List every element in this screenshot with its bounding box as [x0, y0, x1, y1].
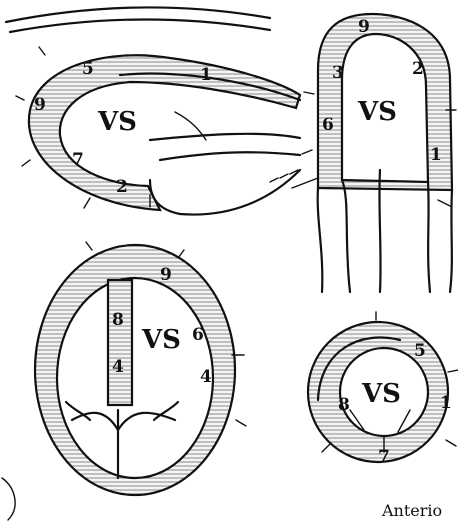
scan-edge-arc [2, 478, 15, 520]
panel-apical-two-chamber: VS 9 3 2 6 1 [292, 14, 456, 292]
segment-label: 3 [332, 63, 344, 83]
panel-apical-four-chamber: VS 9 8 6 4 4 [35, 242, 246, 495]
segment-label: 6 [322, 115, 334, 135]
segment-label: 1 [200, 65, 212, 85]
chest-wall-arc-inner [10, 19, 270, 32]
caption-fragment: Anterio [381, 501, 442, 520]
segment-label: 7 [72, 150, 84, 170]
outflow-wall-1 [342, 180, 350, 292]
cavity-label-long-axis: VS [97, 107, 137, 137]
segment-label: 4 [200, 367, 212, 387]
atrial-wall-right [450, 190, 452, 292]
aortic-root-upper [150, 134, 300, 140]
segment-label: 4 [112, 357, 124, 377]
segment-label: 2 [412, 59, 424, 79]
segment-label: 2 [116, 177, 128, 197]
segment-label: 5 [414, 341, 426, 361]
segment-label: 9 [358, 17, 370, 37]
segment-label: 1 [440, 393, 452, 413]
segment-label: 9 [34, 95, 46, 115]
heart-cavity-four-chamber [57, 278, 213, 478]
segment-label: 9 [160, 265, 172, 285]
left-atrium-wall [150, 170, 300, 215]
segment-label: 5 [82, 59, 94, 79]
cavity-label-four-chamber: VS [141, 325, 181, 355]
cavity-label-short-axis: VS [361, 379, 401, 409]
cavity-label-apical: VS [357, 97, 397, 127]
segment-label: 8 [338, 395, 350, 415]
segment-label: 6 [192, 325, 204, 345]
lv-wall-long-axis [29, 55, 300, 210]
interventricular-septum [108, 280, 132, 405]
panel-short-axis: VS 5 8 7 1 [308, 312, 458, 467]
outflow-wall-3 [428, 182, 430, 292]
atrial-wall-left [318, 188, 323, 292]
aortic-root-lower [160, 152, 300, 160]
segment-label: 7 [378, 447, 390, 467]
segment-label: 8 [112, 310, 124, 330]
outflow-wall-2 [379, 170, 380, 292]
panel-long-axis: VS 5 9 1 7 2 [6, 7, 300, 214]
segment-label: 1 [430, 145, 442, 165]
